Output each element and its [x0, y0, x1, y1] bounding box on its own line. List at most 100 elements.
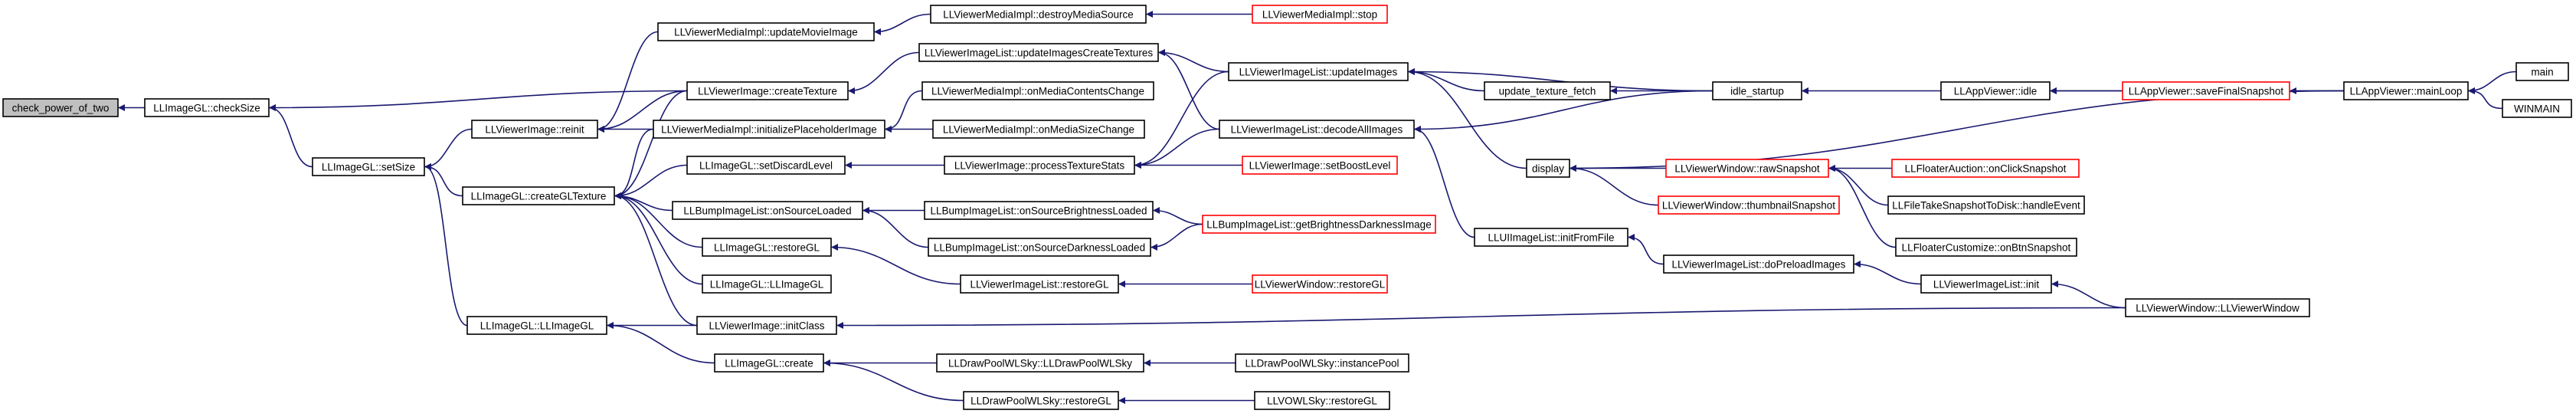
graph-node-setSize[interactable]: LLImageGL::setSize — [312, 157, 425, 176]
node-label: LLAppViewer::mainLoop — [2350, 86, 2463, 97]
edge-windowCtor-to-imageListInit — [2051, 281, 2126, 309]
graph-node-getBrightnessDarknessImage[interactable]: LLBumpImageList::getBrightnessDarknessIm… — [1202, 215, 1436, 234]
graph-node-initClass[interactable]: LLViewerImage::initClass — [696, 316, 837, 335]
node-box — [1526, 159, 1570, 178]
graph-node-idleStartup[interactable]: idle_startup — [1712, 81, 1802, 100]
graph-node-imageGLRestoreGL[interactable]: LLImageGL::restoreGL — [702, 238, 832, 257]
graph-node-createTexture[interactable]: LLViewerImage::createTexture — [686, 81, 849, 100]
node-box — [312, 157, 425, 176]
node-label: LLImageGL::LLImageGL — [710, 279, 824, 291]
graph-node-imageListInit[interactable]: LLViewerImageList::init — [1920, 274, 2052, 294]
node-box — [657, 22, 875, 41]
node-box — [2502, 99, 2572, 118]
graph-node-drawPoolRestoreGL[interactable]: LLDrawPoolWLSky::restoreGL — [963, 391, 1119, 410]
graph-node-windowRestoreGL[interactable]: LLViewerWindow::restoreGL — [1252, 274, 1388, 294]
node-box — [2343, 81, 2469, 100]
node-label: LLViewerImageList::init — [1933, 279, 2040, 291]
graph-node-onBtnSnapshot[interactable]: LLFloaterCustomize::onBtnSnapshot — [1895, 238, 2077, 257]
edge-onMediaContentsChange-to-initializePlaceholderImage — [885, 90, 923, 133]
node-label: LLAppViewer::idle — [1954, 86, 2038, 97]
graph-node-initializePlaceholderImage[interactable]: LLViewerMediaImpl::initializePlaceholder… — [653, 120, 885, 139]
graph-node-updateMovieImage[interactable]: LLViewerMediaImpl::updateMovieImage — [657, 22, 875, 41]
edge-initFromFile-to-decodeAllImages — [1414, 126, 1475, 238]
edge-imageGLCreate-to-LLImageGL_ctor — [607, 322, 715, 364]
graph-node-appIdle[interactable]: LLAppViewer::idle — [1940, 81, 2051, 100]
graph-node-doPreloadImages[interactable]: LLViewerImageList::doPreloadImages — [1663, 254, 1854, 274]
node-label: LLFileTakeSnapshotToDisk::handleEvent — [1892, 200, 2080, 212]
node-label: idle_startup — [1730, 86, 1784, 97]
graph-node-createGLTexture[interactable]: LLImageGL::createGLTexture — [462, 186, 615, 205]
node-box — [1920, 274, 2052, 294]
graph-node-onSourceDarknessLoaded[interactable]: LLBumpImageList::onSourceDarknessLoaded — [928, 238, 1151, 257]
edge-destroyMediaSource-to-updateMovieImage — [874, 13, 931, 35]
graph-node-checkSize[interactable]: LLImageGL::checkSize — [144, 98, 270, 117]
graph-node-display[interactable]: display — [1526, 159, 1570, 178]
node-box — [1887, 195, 2085, 215]
graph-node-wlSkyRestoreGL[interactable]: LLVOWLSky::restoreGL — [1254, 391, 1390, 410]
edge-updateImages-to-processTextureStats — [1134, 71, 1229, 169]
edge-createTexture-to-reinit — [597, 90, 688, 133]
graph-node-saveFinalSnapshot[interactable]: LLAppViewer::saveFinalSnapshot — [2122, 81, 2290, 100]
node-label: LLFloaterAuction::onClickSnapshot — [1905, 163, 2067, 175]
edge-WINMAIN-to-mainLoop — [2468, 87, 2503, 110]
graph-node-mainLoop[interactable]: LLAppViewer::mainLoop — [2343, 81, 2469, 100]
graph-node-imageGLCreate[interactable]: LLImageGL::create — [714, 353, 824, 373]
node-box — [2, 98, 119, 117]
graph-node-rawSnapshot[interactable]: LLViewerWindow::rawSnapshot — [1665, 159, 1829, 178]
node-box — [1202, 215, 1436, 234]
graph-node-decodeAllImages[interactable]: LLViewerImageList::decodeAllImages — [1219, 120, 1415, 139]
graph-node-instancePool[interactable]: LLDrawPoolWLSky::instancePool — [1235, 353, 1409, 373]
node-box — [2125, 298, 2310, 317]
node-label: WINMAIN — [2514, 103, 2560, 115]
node-box — [924, 201, 1154, 220]
graph-node-reinit[interactable]: LLViewerImage::reinit — [471, 120, 598, 139]
graph-node-updateImagesCreateTextures[interactable]: LLViewerImageList::updateImagesCreateTex… — [918, 43, 1159, 62]
node-box — [932, 120, 1145, 139]
graph-node-updateImages[interactable]: LLViewerImageList::updateImages — [1228, 62, 1409, 81]
graph-node-thumbnailSnapshot[interactable]: LLViewerWindow::thumbnailSnapshot — [1658, 195, 1840, 215]
graph-node-onMediaContentsChange[interactable]: LLViewerMediaImpl::onMediaContentsChange — [921, 81, 1154, 100]
edge-updateImages-to-updateImagesCreateTextures — [1158, 49, 1229, 73]
graph-node-onMediaSizeChange[interactable]: LLViewerMediaImpl::onMediaSizeChange — [932, 120, 1145, 139]
graph-node-LLImageGL_ctor[interactable]: LLImageGL::LLImageGL — [466, 316, 607, 335]
graph-node-windowCtor[interactable]: LLViewerWindow::LLViewerWindow — [2125, 298, 2310, 317]
node-label: LLViewerImageList::updateImagesCreateTex… — [925, 48, 1153, 59]
graph-node-updateTextureFetch[interactable]: update_texture_fetch — [1484, 81, 1611, 100]
graph-node-main[interactable]: main — [2515, 62, 2569, 81]
graph-node-bumpOnSourceLoaded[interactable]: LLBumpImageList::onSourceLoaded — [672, 201, 863, 220]
graph-node-check_power_of_two[interactable]: check_power_of_two — [2, 98, 119, 117]
graph-node-imageGLLLImageGL[interactable]: LLImageGL::LLImageGL — [702, 274, 832, 294]
node-label: LLImageGL::checkSize — [153, 103, 260, 114]
node-box — [672, 201, 863, 220]
graph-node-setBoostLevel[interactable]: LLViewerImage::setBoostLevel — [1242, 156, 1398, 175]
graph-node-setDiscardLevel[interactable]: LLImageGL::setDiscardLevel — [686, 156, 846, 175]
edge-main-to-mainLoop — [2468, 71, 2517, 94]
graph-node-onClickSnapshot[interactable]: LLFloaterAuction::onClickSnapshot — [1891, 159, 2080, 178]
edge-getBrightnessDarknessImage-to-onSourceDarknessLoaded — [1151, 223, 1203, 251]
node-box — [1235, 353, 1409, 373]
graph-node-initFromFile[interactable]: LLUIImageList::initFromFile — [1474, 228, 1628, 247]
node-label: check_power_of_two — [12, 103, 110, 114]
graph-node-drawPoolCtor[interactable]: LLDrawPoolWLSky::LLDrawPoolWLSky — [936, 353, 1144, 373]
node-label: LLViewerImage::setBoostLevel — [1249, 160, 1391, 172]
node-label: LLImageGL::createGLTexture — [471, 191, 607, 202]
node-label: LLBumpImageList::onSourceLoaded — [683, 205, 851, 217]
graph-node-handleEvent[interactable]: LLFileTakeSnapshotToDisk::handleEvent — [1887, 195, 2085, 215]
node-box — [1712, 81, 1802, 100]
graph-node-destroyMediaSource[interactable]: LLViewerMediaImpl::destroyMediaSource — [930, 5, 1147, 24]
node-label: LLBumpImageList::getBrightnessDarknessIm… — [1206, 219, 1431, 231]
node-box — [466, 316, 607, 335]
edge-thumbnailSnapshot-to-display — [1569, 165, 1659, 206]
graph-node-onSourceBrightnessLoaded[interactable]: LLBumpImageList::onSourceBrightnessLoade… — [924, 201, 1154, 220]
node-box — [686, 81, 849, 100]
node-box — [1219, 120, 1415, 139]
graph-node-WINMAIN[interactable]: WINMAIN — [2502, 99, 2572, 118]
graph-node-processTextureStats[interactable]: LLViewerImage::processTextureStats — [944, 156, 1135, 175]
node-box — [1228, 62, 1409, 81]
graph-node-mediaStop[interactable]: LLViewerMediaImpl::stop — [1252, 5, 1388, 24]
node-label: LLViewerMediaImpl::onMediaSizeChange — [943, 124, 1134, 136]
node-label: LLImageGL::LLImageGL — [480, 320, 594, 332]
graph-node-imageListRestoreGL[interactable]: LLViewerImageList::restoreGL — [960, 274, 1119, 294]
node-box — [1895, 238, 2077, 257]
